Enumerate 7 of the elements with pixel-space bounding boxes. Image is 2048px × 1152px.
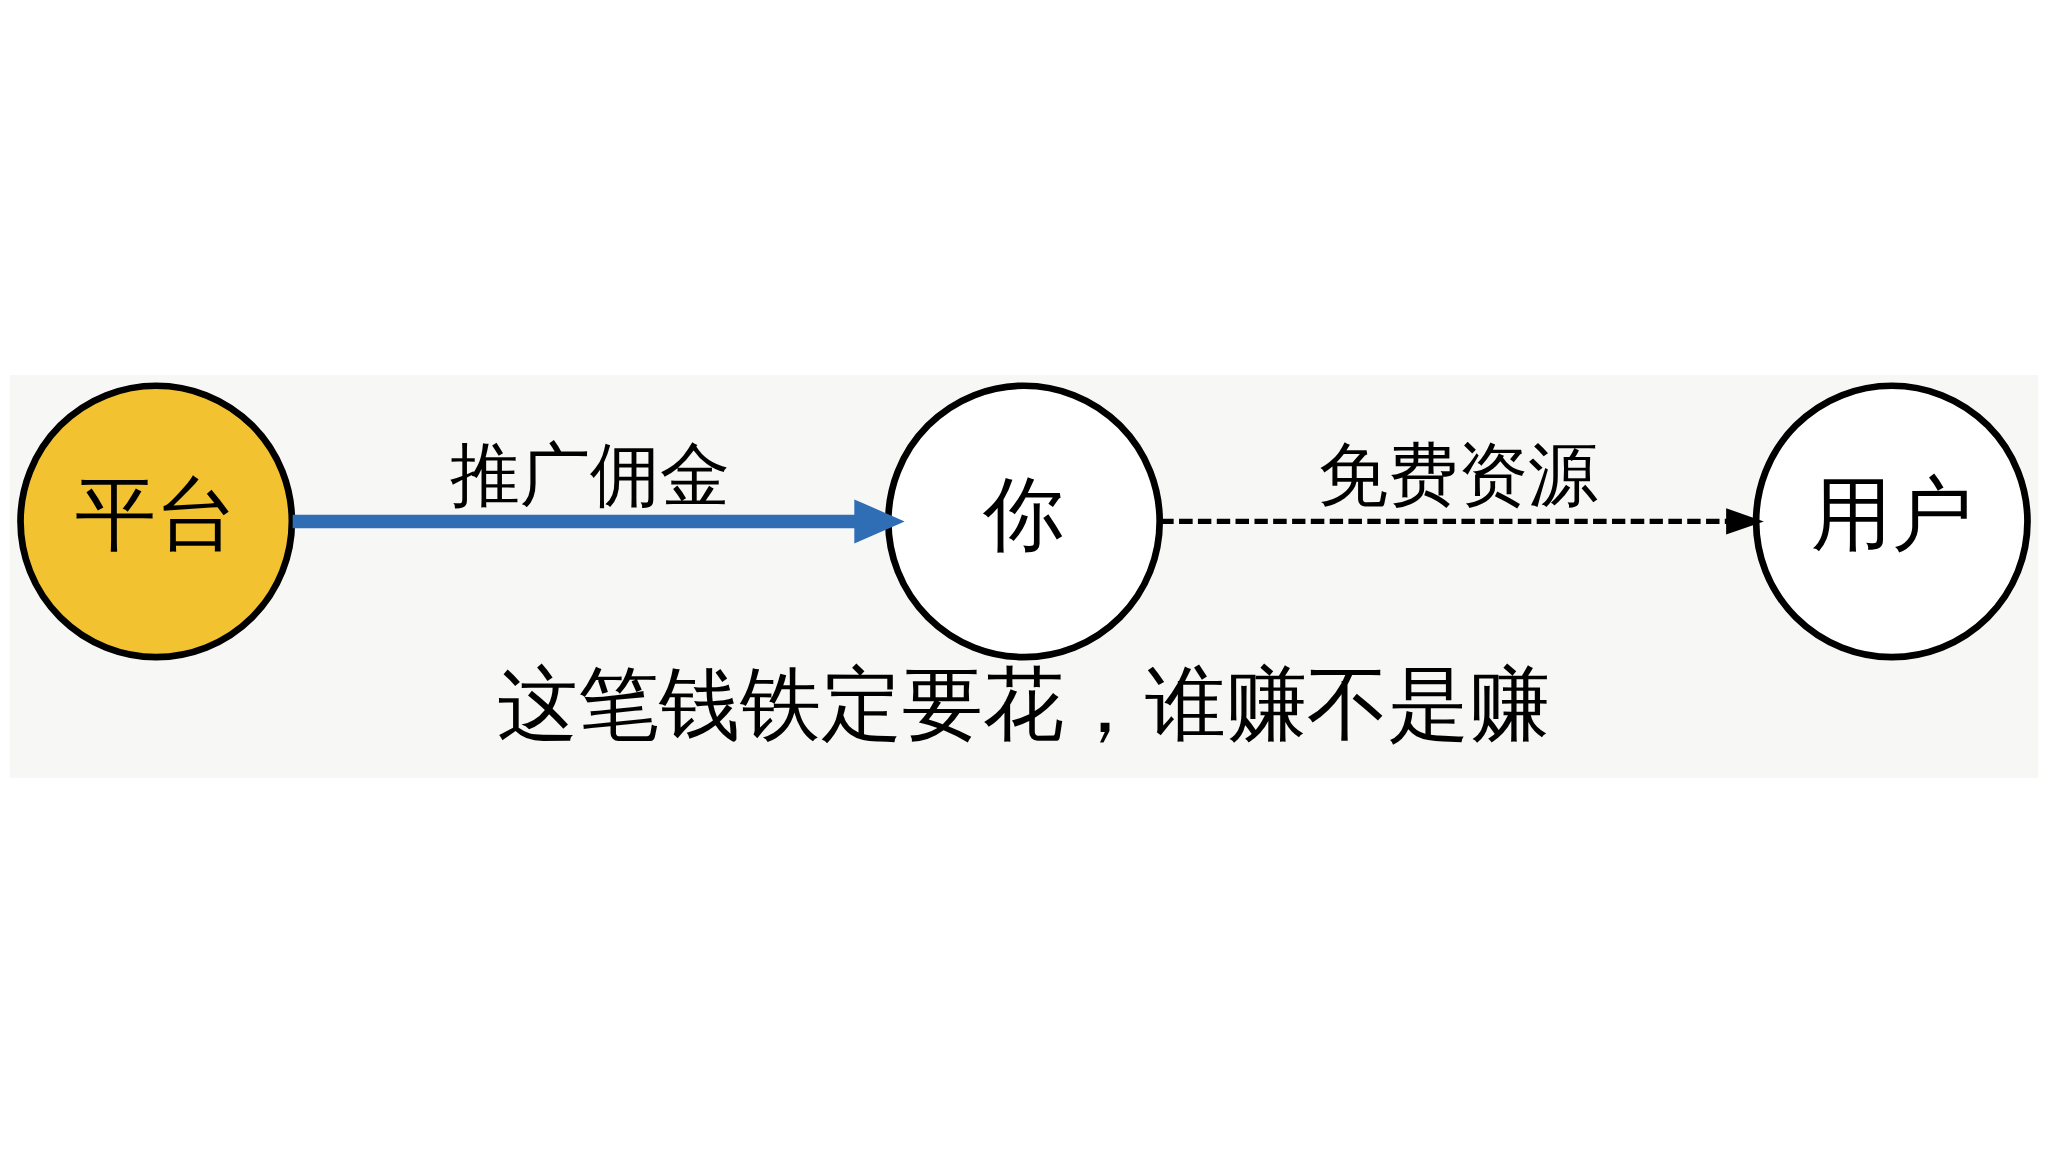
node-circle: 平台 <box>17 381 296 660</box>
arrow <box>292 498 905 543</box>
arrow <box>1160 507 1764 535</box>
node-circle: 用户 <box>1752 381 2031 660</box>
edge-label: 免费资源 <box>1317 433 1598 515</box>
edge-label: 推广佣金 <box>450 433 731 515</box>
node-circle: 你 <box>884 381 1164 660</box>
